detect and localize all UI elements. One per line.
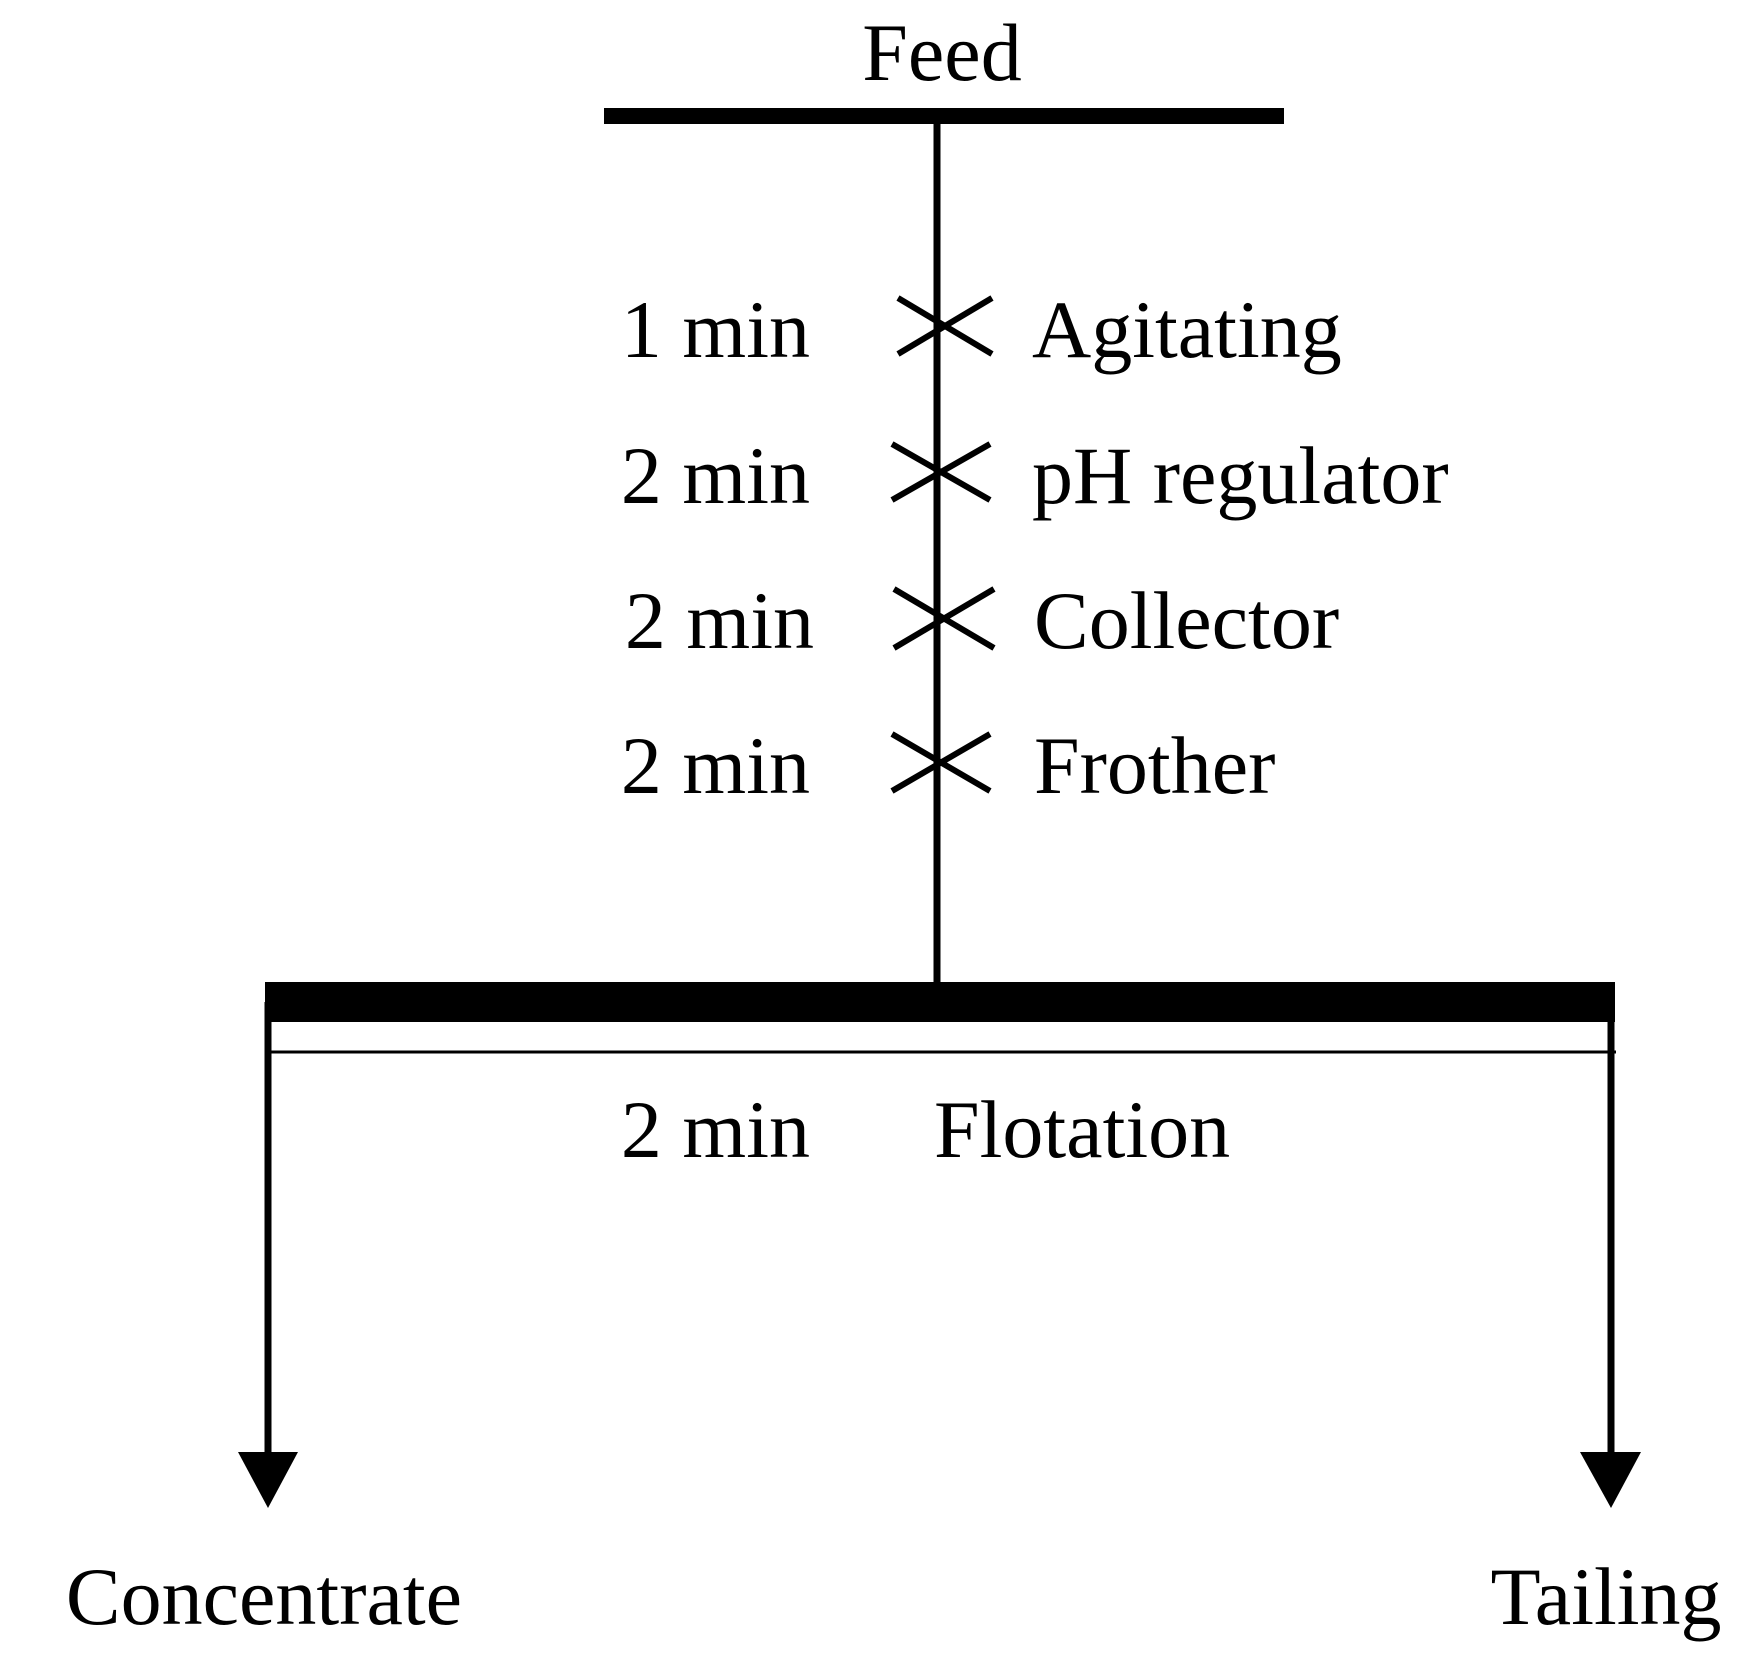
feed-label: Feed — [862, 7, 1021, 98]
step-label: pH regulator — [1032, 430, 1449, 521]
arrow-down-icon — [238, 1452, 298, 1508]
flotation-label: Flotation — [934, 1084, 1230, 1175]
step-ph-regulator: 2 min pH regulator — [621, 430, 1449, 521]
cross-x-icon — [890, 731, 992, 794]
concentrate-label: Concentrate — [66, 1551, 462, 1642]
step-label: Collector — [1034, 575, 1339, 666]
tailing-label: Tailing — [1490, 1551, 1721, 1642]
step-time: 2 min — [621, 720, 810, 811]
step-label: Agitating — [1032, 284, 1342, 375]
step-label: Frother — [1034, 720, 1275, 811]
step-time: 2 min — [621, 430, 810, 521]
cross-x-icon — [890, 441, 992, 503]
flotation-cell-bar — [265, 982, 1615, 1022]
cross-x-icon — [896, 295, 994, 357]
cross-x-icon — [892, 586, 996, 651]
step-collector: 2 min Collector — [625, 575, 1339, 666]
arrow-down-icon — [1580, 1452, 1641, 1508]
flotation-time: 2 min — [621, 1084, 810, 1175]
step-time: 2 min — [625, 575, 814, 666]
step-time: 1 min — [621, 284, 810, 375]
step-agitating: 1 min Agitating — [621, 284, 1342, 375]
step-frother: 2 min Frother — [621, 720, 1275, 811]
